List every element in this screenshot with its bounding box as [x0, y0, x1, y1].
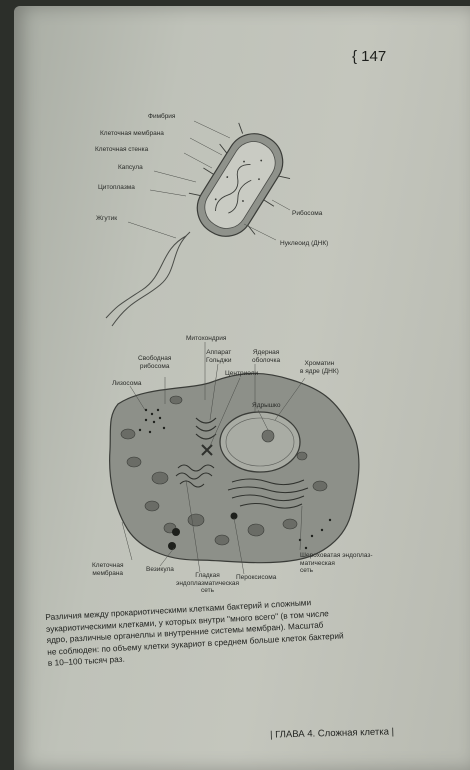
prokaryote-leaders: [127, 120, 291, 241]
golgi: [195, 417, 217, 440]
vesicles: [168, 512, 238, 550]
label-fimbria: Фимбрия: [148, 113, 176, 120]
label-ribosome: Рибосома: [292, 210, 323, 217]
label-vesicle: Везикула: [146, 566, 174, 573]
label-eukaryote-membrane: Клеточная мембрана: [92, 562, 124, 577]
page-number: { 147: [352, 48, 387, 65]
label-nuclear-envelope: Ядерная оболочка: [252, 349, 281, 364]
label-lysosome: Лизосома: [112, 380, 142, 387]
label-centrioles: Центриоли: [225, 370, 259, 377]
label-cytoplasm: Цитоплазма: [98, 184, 135, 191]
label-rough-er: Шероховатая эндоплаз- матическая сеть: [300, 552, 373, 574]
flagella: [105, 231, 191, 327]
label-golgi: Аппарат Гольджи: [206, 349, 232, 364]
label-cell-membrane: Клеточная мембрана: [100, 130, 164, 137]
eukaryote-leaders: [121, 342, 306, 575]
label-nucleoid: Нуклеоид (ДНК): [280, 240, 329, 247]
label-free-ribosome: Свободная рибосома: [138, 355, 172, 370]
eukaryote-cell: [109, 372, 360, 564]
label-flagellum: Жгутик: [96, 215, 118, 222]
label-nucleolus: Ядрышко: [252, 402, 281, 409]
centrioles: [201, 444, 213, 456]
nucleolus-shape: [261, 429, 275, 443]
smooth-er: [175, 464, 215, 488]
rough-er: [227, 478, 309, 509]
label-chromatin: Хроматин в ядре (ДНК): [300, 360, 339, 375]
label-cell-wall: Клеточная стенка: [95, 146, 149, 153]
label-smooth-er: Гладкая эндоплазматическая сеть: [176, 572, 240, 594]
free-ribosomes: [138, 408, 332, 550]
label-mitochondrion: Митохондрия: [186, 335, 227, 342]
nucleus: [219, 411, 301, 473]
label-capsule: Капсула: [118, 164, 143, 171]
label-peroxisome: Пероксисома: [236, 574, 277, 581]
prokaryote-cell: [188, 122, 291, 237]
